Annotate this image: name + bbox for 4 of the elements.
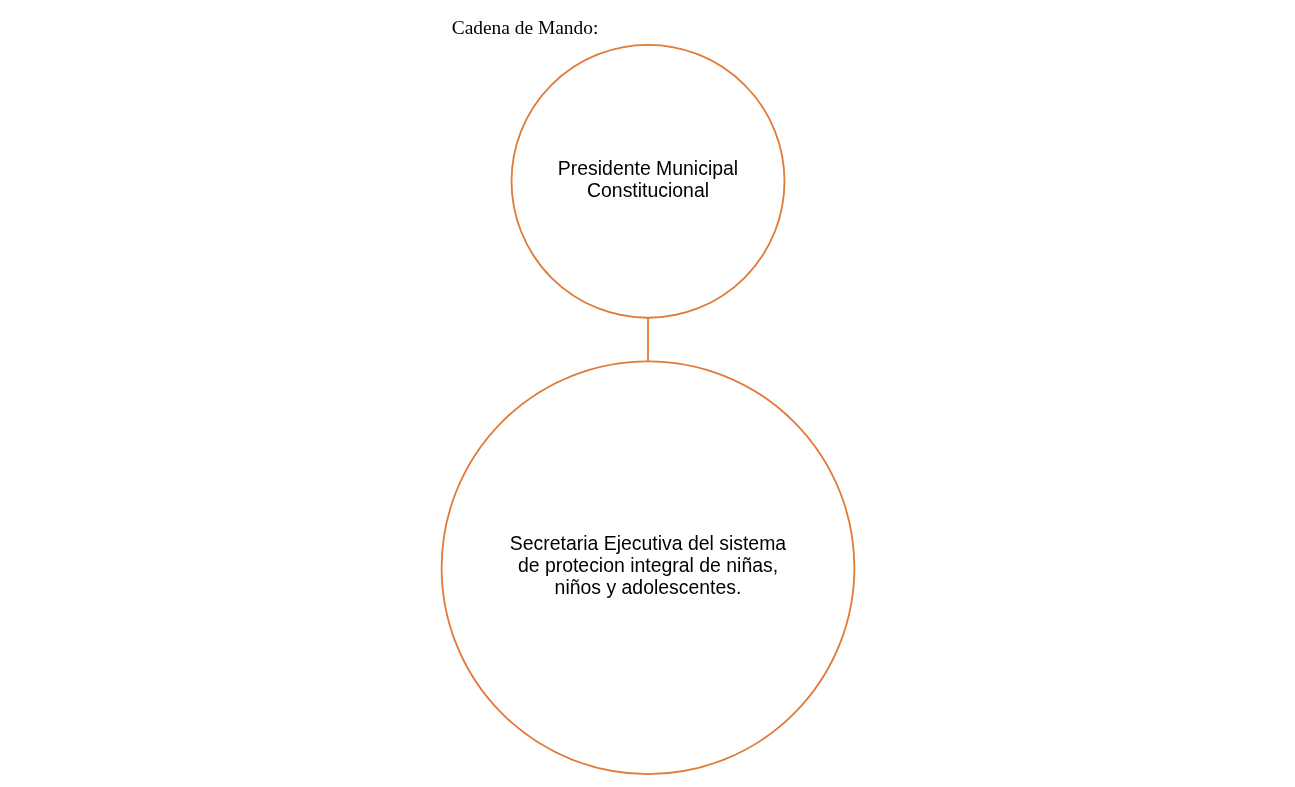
node-circle: Presidente Municipal Constitucional	[510, 43, 785, 319]
diagram-title: Cadena de Mando:	[451, 16, 598, 38]
connector	[646, 316, 649, 363]
node-circle: Secretaria Ejecutiva del sistema de protecion integral de niñas, niños y adolescentes.	[440, 360, 855, 775]
